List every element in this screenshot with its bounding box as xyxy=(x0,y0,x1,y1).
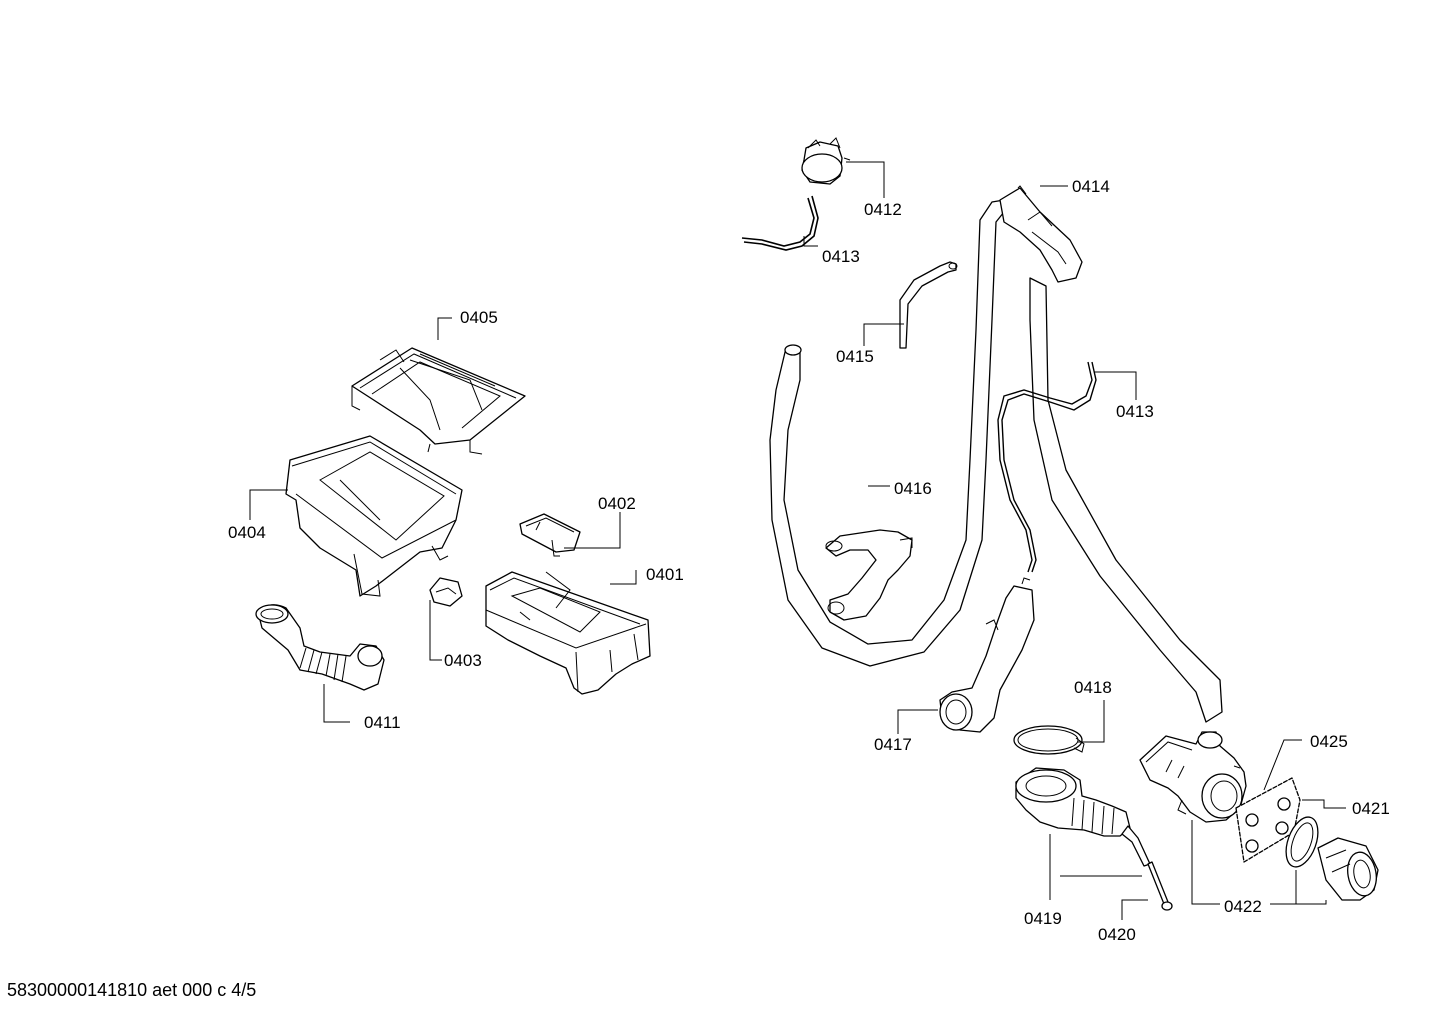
label-0425: 0425 xyxy=(1310,732,1348,751)
label-0417: 0417 xyxy=(874,735,912,754)
part-0420-pin xyxy=(1147,861,1173,911)
label-0418: 0418 xyxy=(1074,678,1112,697)
label-0421: 0421 xyxy=(1352,799,1390,818)
part-0405-drawer-lid xyxy=(351,347,526,455)
label-0422: 0422 xyxy=(1224,897,1262,916)
part-0404-dispenser-housing xyxy=(285,435,463,597)
part-0401-detergent-drawer xyxy=(485,571,651,695)
label-0405: 0405 xyxy=(460,308,498,327)
part-0413-mid-tube xyxy=(997,361,1097,573)
part-drain-pump xyxy=(1139,731,1247,823)
label-0416: 0416 xyxy=(894,479,932,498)
label-0413-top: 0413 xyxy=(822,247,860,266)
part-number-labels: 0405 0404 0402 0401 0403 0411 0412 0413 … xyxy=(228,177,1390,944)
part-0412-pressure-switch xyxy=(801,137,851,185)
part-0413-top-tube xyxy=(741,195,819,251)
part-0418-hose-clamp xyxy=(1013,725,1085,755)
part-0402-siphon-insert xyxy=(519,513,581,557)
part-long-u-hose xyxy=(769,199,1005,667)
label-0419: 0419 xyxy=(1024,909,1062,928)
part-0411-bellows-hose xyxy=(255,604,385,691)
label-0415: 0415 xyxy=(836,347,874,366)
part-0425-cover-plate xyxy=(1235,777,1301,863)
label-0411: 0411 xyxy=(364,713,401,732)
part-0422-gasket xyxy=(1285,816,1319,868)
leader-lines xyxy=(249,161,1346,920)
label-0414: 0414 xyxy=(1072,177,1110,196)
label-0413-mid: 0413 xyxy=(1116,402,1154,421)
part-0421-filter xyxy=(1317,837,1379,901)
label-0402: 0402 xyxy=(598,494,636,513)
label-0404: 0404 xyxy=(228,523,266,542)
part-0419-sump-bellows xyxy=(1015,767,1151,867)
label-0412: 0412 xyxy=(864,200,902,219)
part-0403-flap xyxy=(429,577,463,607)
label-0401: 0401 xyxy=(646,565,684,584)
part-0415-tube xyxy=(899,261,958,349)
label-0420: 0420 xyxy=(1098,925,1136,944)
label-0403: 0403 xyxy=(444,651,482,670)
part-0417-sump-hose xyxy=(939,577,1035,733)
part-0416-hose-bracket xyxy=(825,529,913,621)
part-0414-drain-hose xyxy=(999,185,1223,723)
drawing-reference-footer: 58300000141810 aet 000 c 4/5 xyxy=(7,980,257,1000)
